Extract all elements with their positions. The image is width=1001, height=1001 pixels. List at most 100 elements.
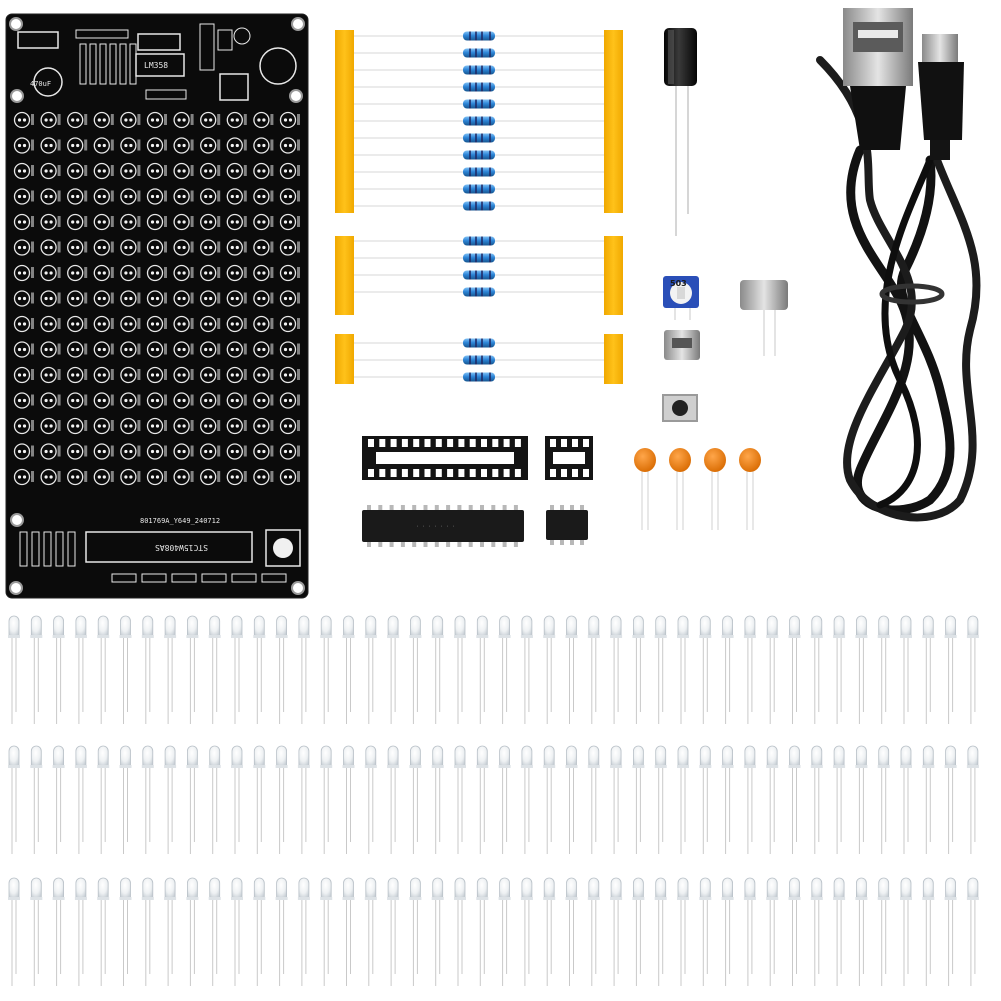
pcb-led-footprint (253, 392, 274, 409)
led (677, 877, 689, 986)
pcb-led-footprint (253, 137, 274, 154)
pcb-led-footprint (67, 137, 88, 154)
led (766, 745, 779, 854)
led (164, 745, 177, 854)
pcb-resistor-footprint (79, 43, 87, 85)
pcb-led-footprint (13, 137, 34, 154)
led (208, 745, 221, 854)
led (565, 877, 578, 986)
led (476, 745, 489, 854)
pcb-led-footprint (93, 239, 114, 256)
led (208, 877, 221, 986)
pcb-led-footprint (40, 417, 61, 435)
taped-resistor (354, 116, 604, 126)
pcb-led-footprint (13, 443, 34, 460)
pcb-led-footprint (253, 341, 274, 358)
pcb-led-footprint (226, 137, 247, 154)
pcb-opamp-label: LM358 (144, 61, 168, 70)
pcb-resistor-footprint (55, 531, 64, 567)
taped-resistor (354, 372, 604, 382)
pcb-chip-label: STC15W408AS (155, 543, 208, 552)
pcb-led-footprint (200, 111, 221, 129)
pcb-led-footprint (120, 315, 141, 333)
pcb-led-footprint (279, 468, 300, 486)
led (520, 615, 533, 724)
taped-resistor (354, 48, 604, 58)
electret-microphone (740, 280, 788, 356)
pcb-led-footprint (67, 468, 88, 486)
pcb-led-footprint (173, 137, 194, 154)
led (498, 615, 511, 724)
pcb-led-footprint (13, 417, 34, 435)
led (8, 615, 20, 724)
led (788, 615, 801, 724)
led (364, 745, 377, 854)
taped-resistor (354, 270, 604, 280)
pcb-led-footprint (226, 162, 247, 180)
led (52, 745, 65, 854)
led (231, 615, 243, 724)
pcb-led-footprint (13, 264, 34, 282)
led (654, 615, 667, 724)
pcb-resistor-footprint (67, 531, 76, 567)
taped-resistor (354, 82, 604, 92)
led (677, 745, 689, 854)
pcb-led-footprint (13, 392, 34, 409)
ceramic-capacitors (634, 448, 761, 530)
pcb-led-footprint (13, 468, 34, 486)
led (186, 615, 199, 724)
pcb-led-footprint (253, 315, 274, 333)
trimmer-potentiometer: 503 (663, 276, 699, 320)
pcb-led-footprint (93, 264, 114, 282)
led (253, 615, 266, 724)
led (409, 745, 422, 854)
led (342, 615, 355, 724)
led (320, 615, 333, 724)
led (52, 877, 65, 986)
led (97, 877, 110, 986)
led (164, 877, 177, 986)
pcb-led-footprint (146, 341, 167, 358)
led (743, 745, 756, 854)
led (632, 615, 645, 724)
pcb-led-footprint (120, 417, 141, 435)
microcontroller-chip: · · · · · · · (362, 505, 524, 547)
led (877, 615, 890, 724)
led (498, 877, 511, 986)
pcb-led-footprint (146, 162, 167, 180)
pcb-led-footprint (200, 264, 221, 282)
led (119, 877, 132, 986)
pcb-led-footprint (120, 239, 141, 256)
led (275, 877, 288, 986)
pcb-led-footprint (120, 366, 141, 384)
pcb-led-footprint (279, 366, 300, 384)
led (8, 745, 20, 854)
led (119, 745, 132, 854)
pcb-led-footprint (279, 443, 300, 460)
pcb-resistor-footprint (129, 43, 137, 85)
pcb-led-footprint (226, 443, 247, 460)
pcb-led-footprint (226, 366, 247, 384)
pcb-resistor-footprint (231, 573, 257, 583)
pcb-led-footprint (93, 341, 114, 358)
pcb-resistor-footprint (89, 43, 97, 85)
led (297, 877, 310, 986)
pcb-led-footprint (173, 315, 194, 333)
led (855, 615, 868, 724)
led (833, 877, 846, 986)
led (543, 877, 556, 986)
pcb-led-footprint (226, 264, 247, 282)
led (833, 745, 846, 854)
pcb-led-footprint (40, 111, 61, 129)
pcb-led-footprint (146, 239, 167, 256)
pcb-led-footprint (40, 315, 61, 333)
led (721, 745, 734, 854)
led (543, 615, 556, 724)
led (966, 877, 979, 986)
pcb-led-footprint (253, 111, 274, 129)
pcb-led-footprint (13, 315, 34, 333)
pcb-led-footprint (279, 188, 300, 205)
led (253, 745, 266, 854)
pcb-led-footprint (173, 213, 194, 231)
